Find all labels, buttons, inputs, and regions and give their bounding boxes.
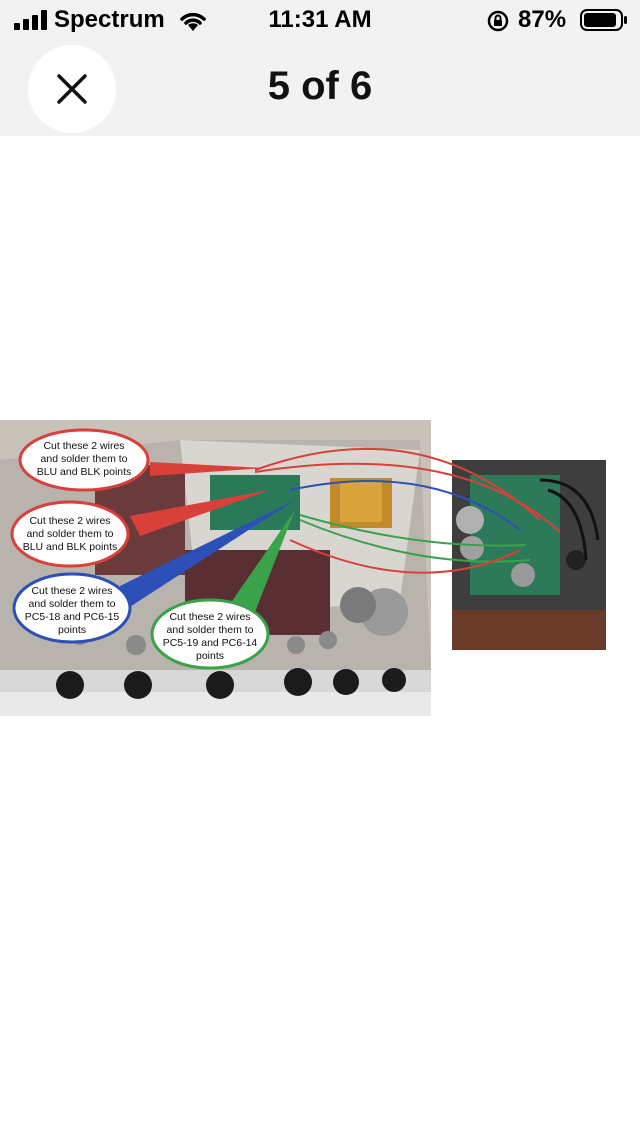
close-button[interactable] (28, 45, 116, 133)
svg-text:and solder them to: and solder them to (41, 453, 128, 465)
callout-1: Cut these 2 wires and solder them to BLU… (18, 428, 150, 492)
battery-icon (580, 9, 627, 31)
svg-text:points: points (196, 650, 224, 662)
status-bar: Spectrum 11:31 AM 87% (0, 0, 640, 42)
annotated-photo[interactable]: Cut these 2 wires and solder them to BLU… (0, 420, 640, 716)
svg-text:points: points (58, 624, 86, 636)
svg-text:Cut these 2 wires: Cut these 2 wires (29, 515, 110, 527)
viewer-header: 5 of 6 (0, 42, 640, 136)
svg-text:and solder them to: and solder them to (27, 528, 114, 540)
callout-2: Cut these 2 wires and solder them to BLU… (10, 500, 130, 568)
close-icon (57, 74, 87, 104)
svg-text:PC5-18 and PC6-15: PC5-18 and PC6-15 (25, 611, 120, 623)
svg-text:BLU and BLK points: BLU and BLK points (37, 466, 132, 478)
rotation-lock-icon (487, 10, 509, 32)
svg-text:Cut these 2 wires: Cut these 2 wires (169, 611, 250, 623)
svg-text:and solder them to: and solder them to (29, 598, 116, 610)
callout-3: Cut these 2 wires and solder them to PC5… (12, 572, 132, 644)
battery-percent: 87% (518, 6, 567, 33)
callout-4: Cut these 2 wires and solder them to PC5… (150, 598, 270, 670)
svg-text:BLU and BLK points: BLU and BLK points (23, 541, 118, 553)
signal-icon (14, 10, 48, 30)
svg-text:PC5-19 and PC6-14: PC5-19 and PC6-14 (163, 637, 258, 649)
amplifier-wiring-image: Cut these 2 wires and solder them to BLU… (0, 420, 606, 716)
wifi-icon (180, 12, 206, 31)
carrier-name: Spectrum (54, 6, 165, 33)
svg-text:and solder them to: and solder them to (167, 624, 254, 636)
svg-text:Cut these 2 wires: Cut these 2 wires (31, 585, 112, 597)
image-counter: 5 of 6 (267, 64, 373, 108)
clock: 11:31 AM (268, 6, 372, 33)
svg-text:Cut these 2 wires: Cut these 2 wires (43, 440, 124, 452)
